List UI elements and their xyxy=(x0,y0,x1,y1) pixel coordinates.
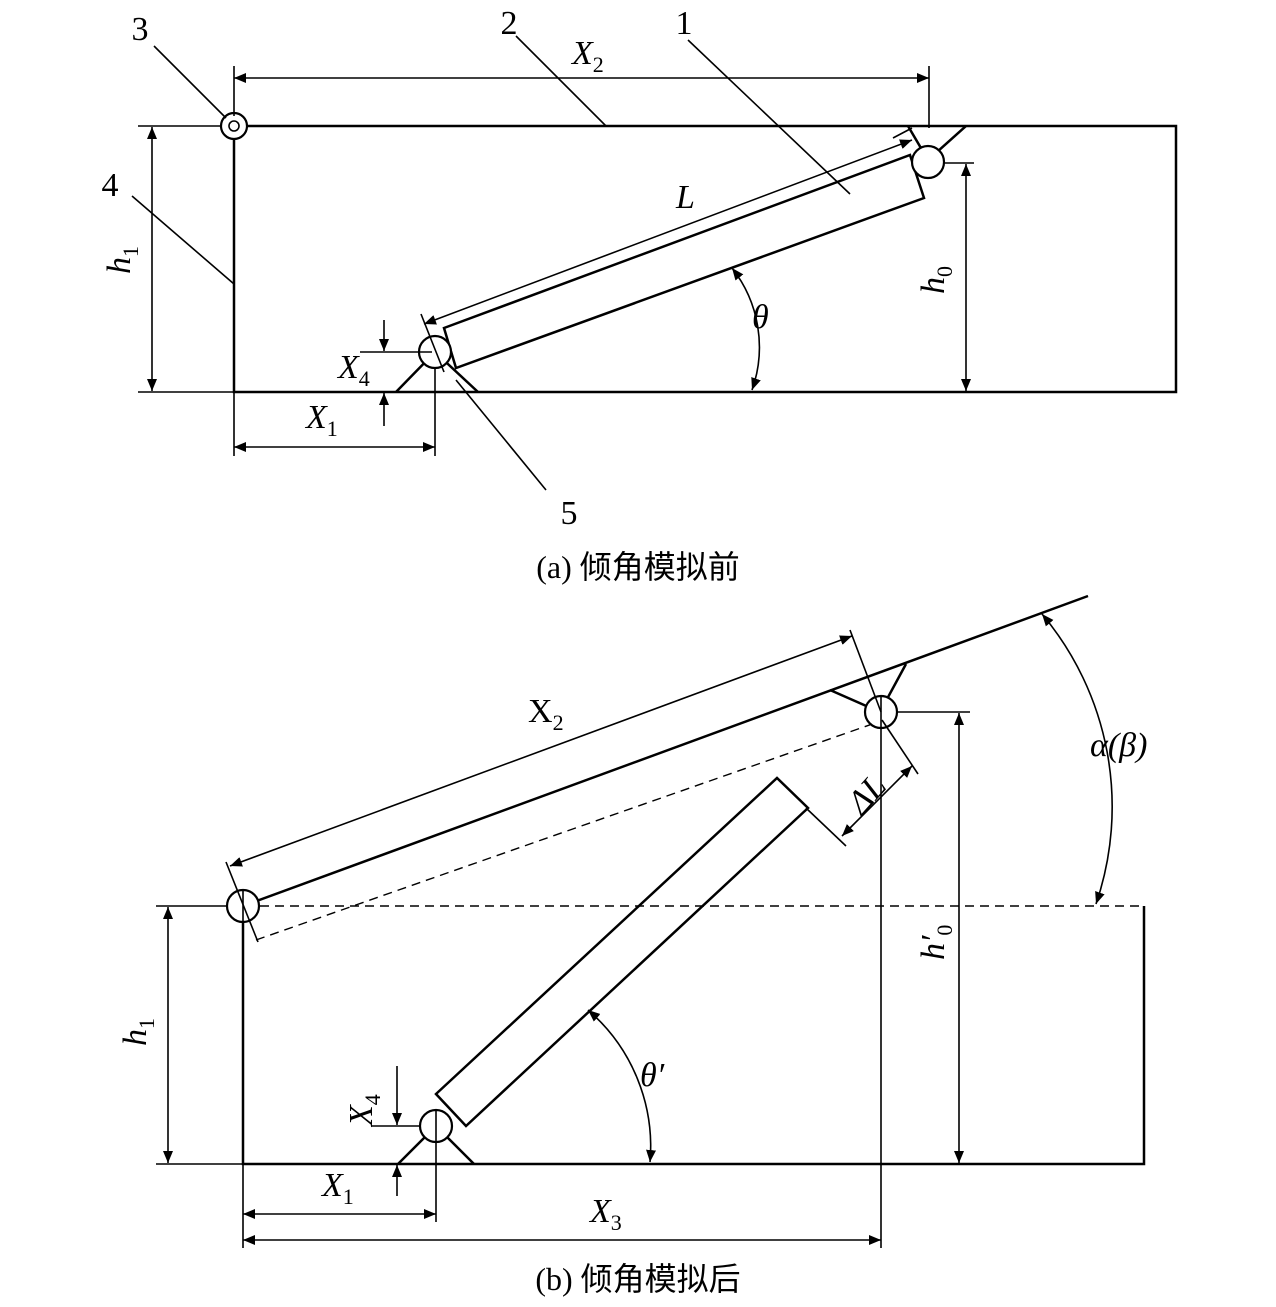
leader-5 xyxy=(455,379,547,491)
frame-a xyxy=(232,124,1178,394)
alpha-arc xyxy=(1041,613,1113,905)
label-x2-b: X2 xyxy=(528,693,564,735)
panel-a: 1 2 3 4 5 X2 L θ X4 X1 h1 h0 (a) 倾角模拟前 xyxy=(101,5,1178,585)
label-alpha-beta: α(β) xyxy=(1090,727,1147,764)
label-x1-a: X1 xyxy=(304,399,338,441)
leader-3 xyxy=(153,45,227,119)
label-dL: ΔL xyxy=(839,768,894,823)
label-x4-a: X4 xyxy=(336,349,370,391)
dim-x2-ext-right-b xyxy=(849,629,882,713)
upper-pin-a xyxy=(910,144,946,180)
label-x4-b: X4 xyxy=(343,1094,385,1128)
dim-L-ext-high xyxy=(892,127,913,139)
dim-x2-ext-left-b xyxy=(225,861,259,943)
label-h0-a: h0 xyxy=(915,266,957,294)
label-x2-a: X2 xyxy=(570,35,604,77)
label-theta-b: θ′ xyxy=(640,1057,665,1094)
hinge-3-inner xyxy=(228,120,240,132)
dim-dL-ext-2 xyxy=(881,719,919,775)
callout-2: 2 xyxy=(501,5,518,42)
label-h1-b: h1 xyxy=(117,1018,159,1046)
leader-1 xyxy=(687,39,851,195)
reference-dashed xyxy=(255,721,879,941)
callout-5: 5 xyxy=(561,495,578,532)
dim-x2-arrow-b xyxy=(229,635,853,867)
label-x3: X3 xyxy=(588,1193,622,1235)
label-L-a: L xyxy=(675,179,695,216)
callout-4: 4 xyxy=(102,167,119,204)
callout-3: 3 xyxy=(132,11,149,48)
label-theta-a: θ xyxy=(752,299,769,336)
caption-a: (a) 倾角模拟前 xyxy=(536,549,740,585)
caption-b: (b) 倾角模拟后 xyxy=(535,1261,740,1297)
panel-b: X2 α(β) ΔL h′0 h1 θ′ X4 X1 X3 (b) 倾角模拟后 xyxy=(117,594,1147,1297)
tilted-platform xyxy=(242,594,1089,908)
label-x1-b: X1 xyxy=(320,1167,354,1209)
leader-4 xyxy=(131,195,235,285)
dim-dL-ext-1 xyxy=(805,807,847,847)
actuator-body-b xyxy=(434,776,810,1128)
callout-1: 1 xyxy=(676,5,693,42)
theta-arc-b xyxy=(587,1009,657,1163)
theta-arc-a xyxy=(731,267,761,391)
frame-b xyxy=(241,906,1146,1166)
label-h0p: h′0 xyxy=(915,925,957,960)
leader-2 xyxy=(515,35,607,127)
label-h1-a: h1 xyxy=(101,246,143,274)
dim-L-arrow xyxy=(423,139,913,325)
dim-dL-arrow xyxy=(841,765,913,837)
